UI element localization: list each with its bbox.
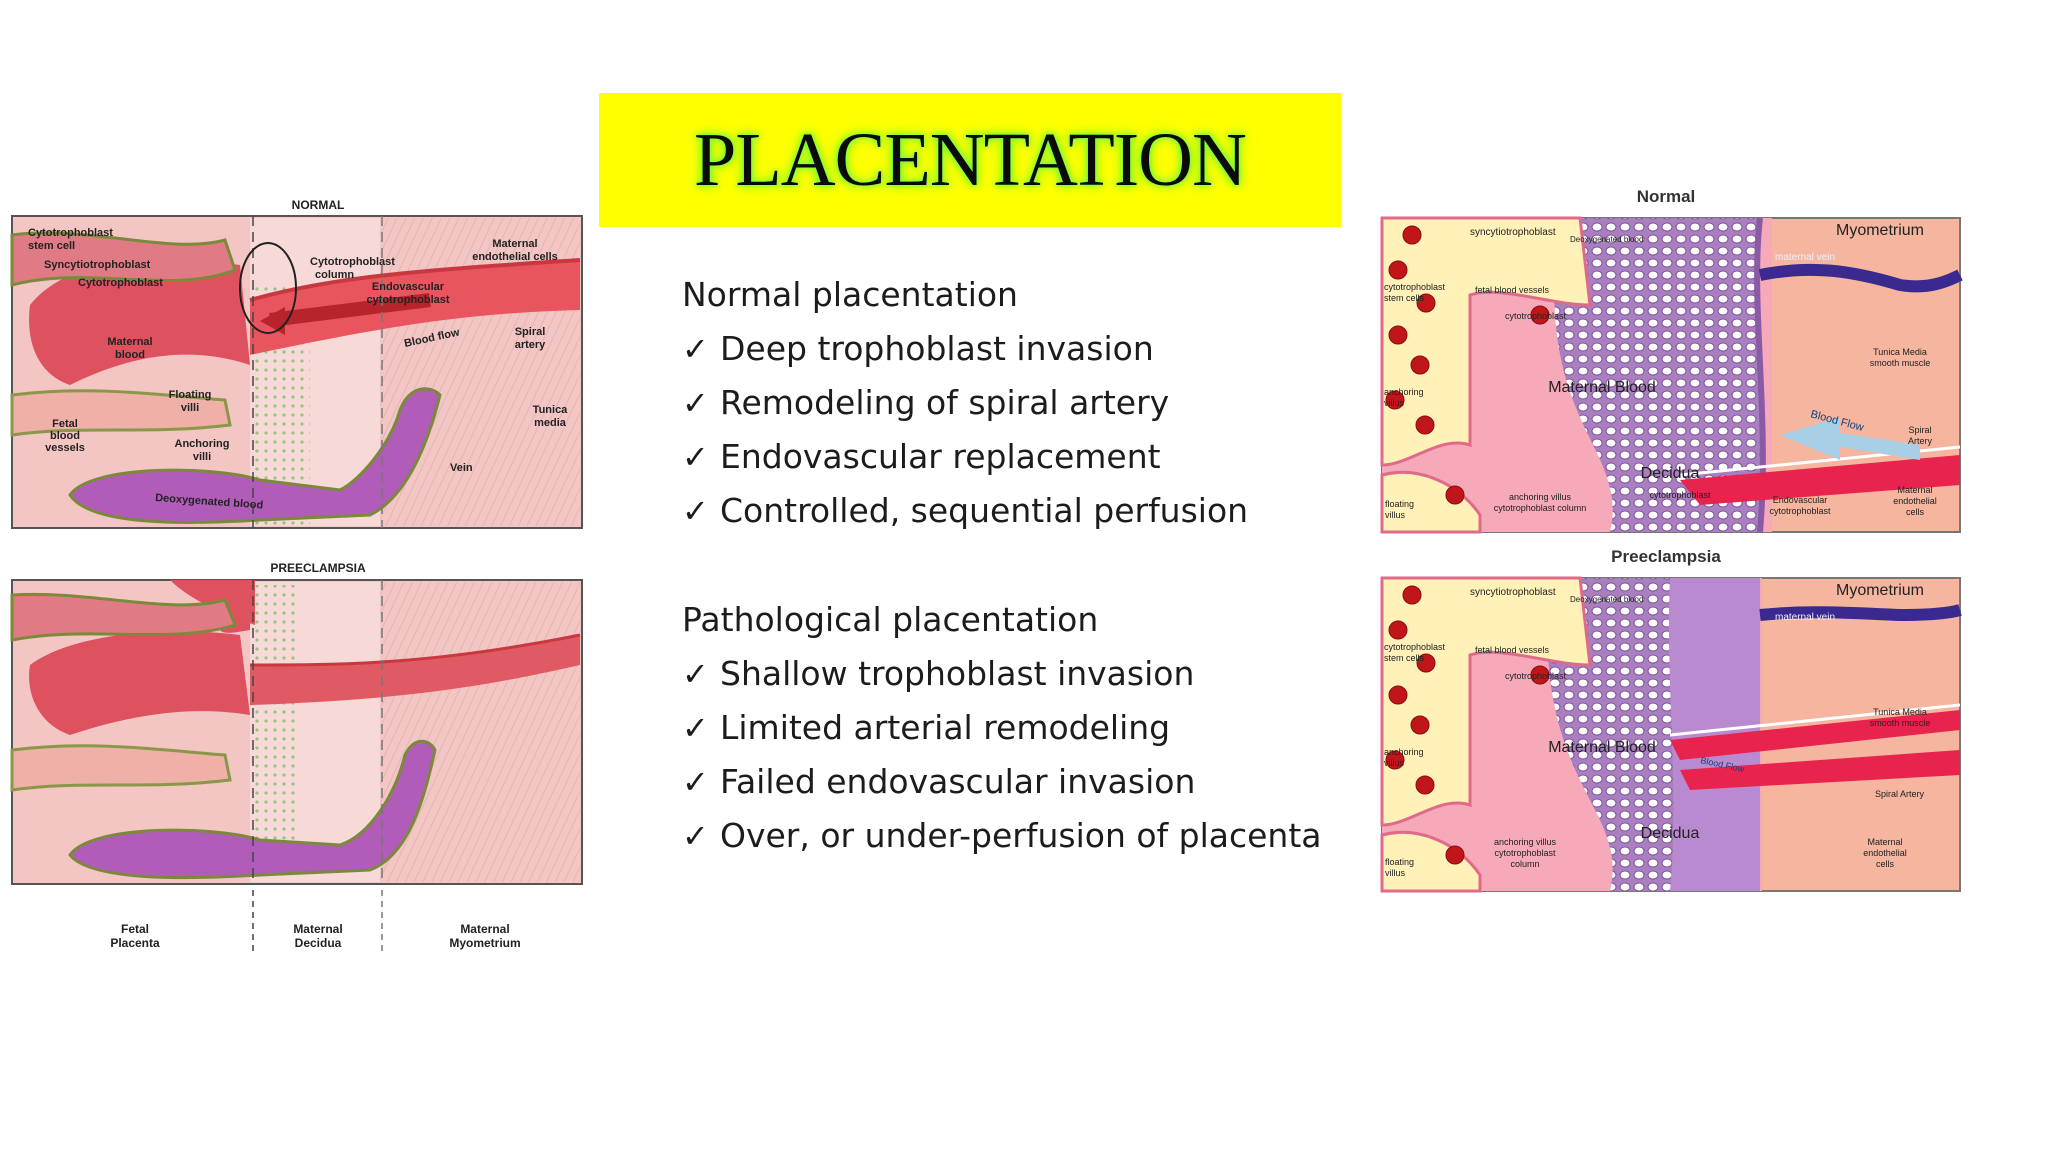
r-label-decidua: Decidua (1641, 465, 1700, 482)
list-item: ✓Endovascular replacement (682, 430, 1322, 484)
r-label-syncytiotrophoblast: syncytiotrophoblast (1470, 227, 1556, 238)
right-preeclampsia-label: Preeclampsia (1611, 547, 1721, 566)
r2-label-myometrium: Myometrium (1836, 582, 1924, 599)
right-placentation-diagram: Normal syncytiotrophoblast Deoxygenated … (1380, 185, 1980, 900)
check-icon: ✓ (682, 330, 709, 368)
list-item: ✓Remodeling of spiral artery (682, 376, 1322, 430)
r-label-cytotrophoblast: cytotrophoblast (1505, 311, 1567, 321)
list-item: ✓Failed endovascular invasion (682, 755, 1322, 809)
r-label-fetal-blood-vessels: fetal blood vessels (1475, 285, 1550, 295)
r2-label-spiral-artery: Spiral Artery (1875, 789, 1925, 799)
r-label-maternal-blood: Maternal Blood (1548, 379, 1656, 396)
slide-title: PLACENTATION (694, 117, 1247, 202)
title-banner: PLACENTATION (599, 93, 1341, 227)
check-icon: ✓ (682, 709, 709, 747)
label-vein: Vein (450, 462, 473, 474)
left-preeclampsia-panel (10, 579, 583, 885)
left-normal-label: NORMAL (292, 198, 345, 212)
r-label-cytotrophoblast-2: cytotrophoblast (1649, 490, 1711, 500)
r2-label-decidua: Decidua (1641, 825, 1700, 842)
check-icon: ✓ (682, 655, 709, 693)
r2-label-maternal-vein: maternal vein (1775, 612, 1835, 623)
list-item: ✓Controlled, sequential perfusion (682, 484, 1322, 538)
list-item: ✓Limited arterial remodeling (682, 701, 1322, 755)
check-icon: ✓ (682, 817, 709, 855)
right-normal-panel: syncytiotrophoblast Deoxygenated blood m… (1380, 216, 1963, 534)
label-cytotrophoblast: Cytotrophoblast (78, 277, 163, 289)
r2-label-syncytiotrophoblast: syncytiotrophoblast (1470, 587, 1556, 598)
check-icon: ✓ (682, 384, 709, 422)
r-label-maternal-vein: maternal vein (1775, 252, 1835, 263)
r-label-deoxygenated-blood: Deoxygenated blood (1570, 235, 1643, 244)
r-label-myometrium: Myometrium (1836, 222, 1924, 239)
right-normal-label: Normal (1637, 187, 1696, 206)
list-item: ✓Deep trophoblast invasion (682, 322, 1322, 376)
bullet-text-block: Normal placentation ✓Deep trophoblast in… (682, 268, 1322, 863)
right-preeclampsia-panel: syncytiotrophoblast Deoxygenated blood m… (1380, 576, 1962, 893)
r2-label-deoxygenated-blood: Deoxygenated blood (1570, 595, 1643, 604)
normal-heading: Normal placentation (682, 275, 1018, 314)
r2-label-cytotrophoblast: cytotrophoblast (1505, 671, 1567, 681)
r2-label-fetal-blood-vessels: fetal blood vessels (1475, 645, 1550, 655)
r2-label-maternal-blood: Maternal Blood (1548, 739, 1656, 756)
check-icon: ✓ (682, 492, 709, 530)
list-item: ✓Shallow trophoblast invasion (682, 647, 1322, 701)
check-icon: ✓ (682, 438, 709, 476)
left-preeclampsia-label: PREECLAMPSIA (270, 561, 366, 575)
check-icon: ✓ (682, 763, 709, 801)
label-syncytiotrophoblast: Syncytiotrophoblast (44, 259, 151, 271)
list-item: ✓Over, or under-perfusion of placenta (682, 809, 1322, 863)
pathological-heading: Pathological placentation (682, 600, 1099, 639)
